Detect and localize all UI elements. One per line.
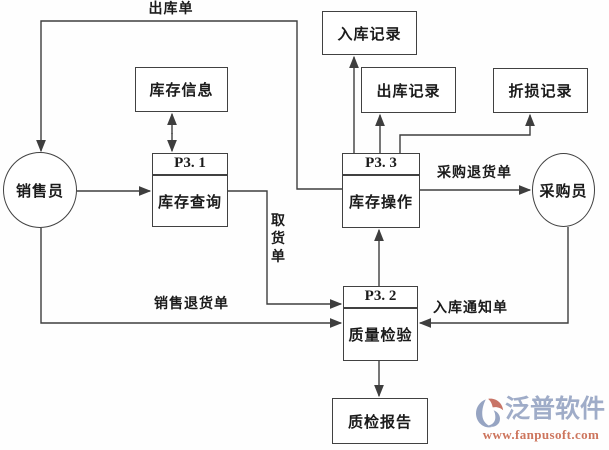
store-inventory-info: 库存信息	[135, 67, 228, 112]
flow-label-sales-return-order: 销售退货单	[154, 297, 229, 312]
store-qc-report: 质检报告	[332, 398, 428, 444]
process-p31-code: P3. 1	[153, 154, 227, 176]
entity-purchaser: 采购员	[532, 153, 595, 227]
process-p32-name: 质量检验	[348, 328, 413, 344]
store-inbound-records-label: 入库记录	[337, 26, 402, 43]
store-inbound-records: 入库记录	[322, 11, 417, 55]
process-p33-code: P3. 3	[343, 154, 419, 176]
store-outbound-records: 出库记录	[361, 67, 456, 113]
fanpu-url-text: www.fanpusoft.com	[482, 427, 600, 442]
fanpu-watermark: 泛普软件 www.fanpusoft.com	[474, 396, 608, 443]
entity-salesperson: 销售员	[3, 152, 77, 228]
store-qc-report-label: 质检报告	[347, 414, 412, 431]
flow-label-purchase-return-order: 采购退货单	[437, 166, 512, 181]
store-damage-records: 折损记录	[493, 68, 588, 113]
process-p32-code: P3. 2	[344, 287, 417, 309]
process-p31-inventory-query: P3. 1 库存查询	[152, 153, 228, 227]
process-p33-name: 库存操作	[348, 195, 413, 211]
fanpu-brand-text: 泛普软件	[505, 396, 606, 423]
fanpu-logo-icon	[475, 398, 504, 428]
store-outbound-records-label: 出库记录	[376, 83, 441, 100]
flow-label-outbound-order: 出库单	[148, 2, 194, 17]
entity-salesperson-label: 销售员	[15, 183, 64, 200]
process-p32-quality-inspection: P3. 2 质量检验	[343, 286, 418, 361]
process-p31-name: 库存查询	[157, 194, 222, 211]
flow-label-pickup-order: 取货单	[271, 214, 285, 265]
flow-label-inbound-notice: 入库通知单	[433, 301, 508, 316]
store-inventory-info-label: 库存信息	[149, 83, 214, 99]
entity-purchaser-label: 采购员	[539, 183, 588, 200]
process-p33-inventory-operation: P3. 3 库存操作	[342, 153, 420, 228]
store-damage-records-label: 折损记录	[508, 84, 573, 100]
